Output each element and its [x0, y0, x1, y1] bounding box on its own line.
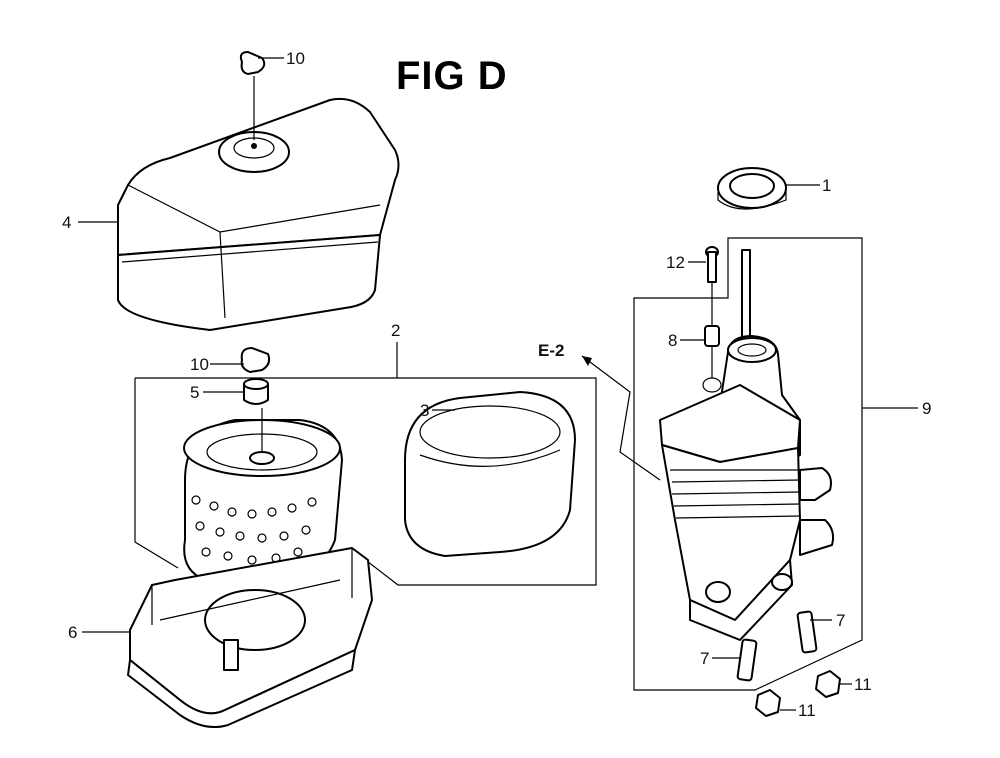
stud-bolt: [741, 249, 751, 343]
callout-4: 4: [62, 213, 71, 232]
air-cleaner-cover: [117, 97, 400, 331]
callout-8: 8: [668, 331, 677, 350]
callout-10-top: 10: [286, 49, 305, 68]
figure-title: FIG D: [396, 54, 508, 98]
air-intake-elbow: [659, 335, 835, 641]
collar: [704, 282, 720, 378]
air-cleaner-case: [127, 547, 373, 728]
foam-element: [404, 391, 576, 557]
callout-9: 9: [922, 399, 931, 418]
callout-ref-e2: E-2: [538, 341, 564, 360]
callout-10-lower: 10: [190, 355, 209, 374]
pin-lower: [736, 638, 758, 682]
bracket-left: [134, 378, 179, 569]
paper-element: [183, 408, 343, 586]
callout-11-lower: 11: [798, 701, 816, 720]
arrowhead-icon: [582, 356, 592, 366]
callout-1: 1: [822, 176, 831, 195]
gasket: [717, 167, 787, 210]
pin-right: [796, 610, 818, 654]
callout-3: 3: [420, 401, 429, 420]
wing-nut-lower: [240, 347, 271, 373]
collar-nut: [243, 378, 269, 405]
callout-5: 5: [190, 383, 199, 402]
leader-e2: [581, 355, 661, 481]
callout-6: 6: [68, 623, 77, 642]
nut-lower: [755, 689, 781, 717]
bracket-2: [135, 377, 597, 586]
callout-11-right: 11: [854, 675, 872, 694]
callout-7-right: 7: [836, 611, 845, 630]
callout-12: 12: [666, 253, 685, 272]
callout-7-lower: 7: [700, 649, 709, 668]
callout-2: 2: [391, 321, 400, 340]
bolt: [705, 246, 719, 283]
nut-right: [815, 670, 841, 698]
